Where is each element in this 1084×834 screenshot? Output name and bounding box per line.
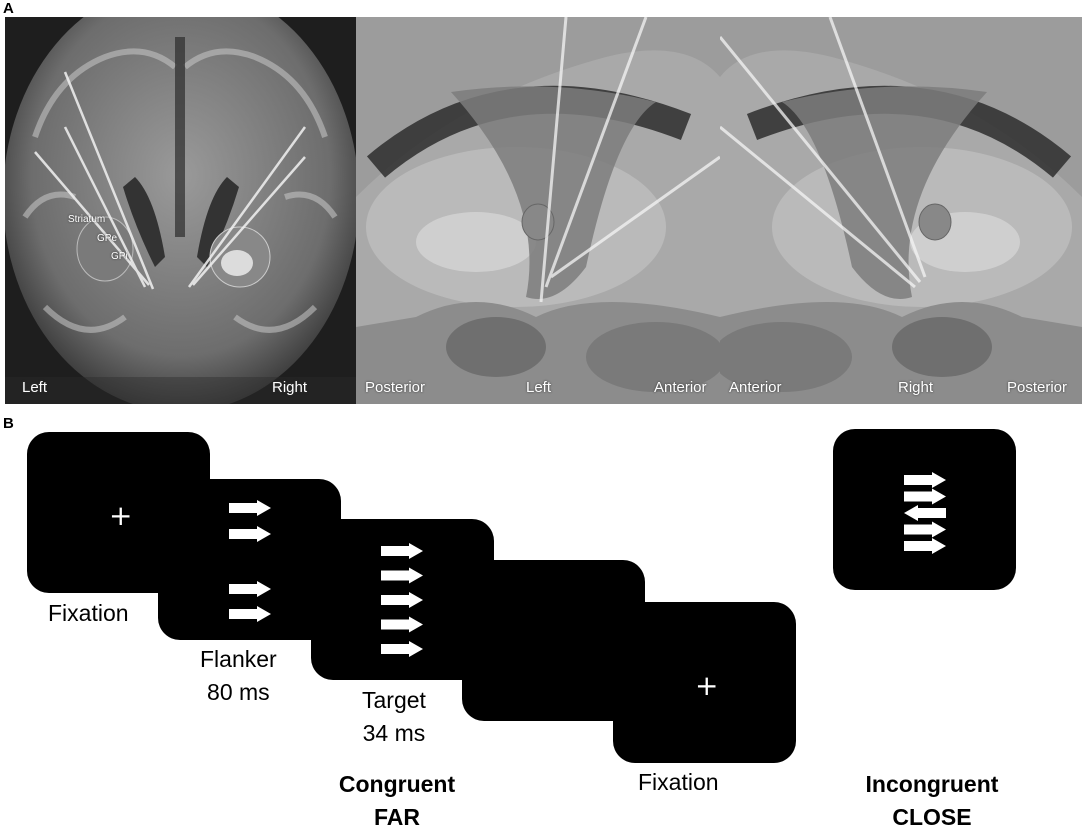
flanker-caption-line1: Flanker xyxy=(200,646,277,672)
arrow-right-icon xyxy=(229,606,271,622)
arrow-right-icon xyxy=(381,543,423,559)
target-caption-line2: 34 ms xyxy=(362,720,426,746)
target-arrows xyxy=(381,543,423,657)
incongruent-screen xyxy=(833,429,1016,590)
sagittal-right-anterior-label: Anterior xyxy=(729,379,782,396)
flanker-caption-line2: 80 ms xyxy=(207,679,270,705)
gpe-label: GPe xyxy=(97,233,118,244)
flanker-caption: Flanker 80 ms xyxy=(200,643,277,709)
sagittal-right-posterior-label: Posterior xyxy=(1007,379,1068,396)
arrow-right-icon xyxy=(229,581,271,597)
arrow-left-icon xyxy=(904,505,946,521)
congruent-far-label: Congruent FAR xyxy=(332,768,462,834)
arrow-right-icon xyxy=(904,538,946,554)
arrow-right-icon xyxy=(904,488,946,505)
incongruent-arrows xyxy=(904,472,946,554)
close-label: CLOSE xyxy=(892,804,972,830)
sagittal-left-brain-image: Posterior Left Anterior xyxy=(356,17,720,404)
arrow-right-icon xyxy=(904,472,946,488)
panel-b-letter: B xyxy=(3,415,14,432)
coronal-brain-image: Striatum GPe GPi Left Right xyxy=(5,17,356,404)
arrow-right-icon xyxy=(904,521,946,538)
coronal-right-label: Right xyxy=(272,379,308,396)
incongruent-label: Incongruent xyxy=(865,771,999,797)
panel-a-letter: A xyxy=(3,0,14,17)
sagittal-right-brain-image: Anterior Right Posterior xyxy=(720,17,1082,404)
fixation-caption-1: Fixation xyxy=(48,600,129,626)
coronal-left-label: Left xyxy=(22,379,48,396)
fixation-screen-2: + xyxy=(613,602,796,763)
incongruent-close-label: Incongruent CLOSE xyxy=(850,768,1014,834)
sagittal-left-posterior-label: Posterior xyxy=(365,379,426,396)
striatum-label: Striatum xyxy=(68,214,106,225)
arrow-right-icon xyxy=(381,567,423,584)
target-caption-line1: Target xyxy=(362,687,426,713)
sagittal-left-anterior-label: Anterior xyxy=(654,379,707,396)
fixation-cross: + xyxy=(109,499,133,532)
arrow-right-icon xyxy=(381,592,423,608)
arrow-right-icon xyxy=(381,616,423,633)
flanker-arrows xyxy=(229,500,271,622)
fixation-caption-2: Fixation xyxy=(638,769,719,795)
far-label: FAR xyxy=(374,804,420,830)
sagittal-right-side-label: Right xyxy=(898,379,934,396)
gpi-label: GPi xyxy=(111,251,128,262)
arrow-right-icon xyxy=(229,526,271,542)
congruent-label: Congruent xyxy=(338,771,456,797)
arrow-right-icon xyxy=(381,641,423,657)
arrow-right-icon xyxy=(229,500,271,516)
target-caption: Target 34 ms xyxy=(362,684,426,750)
fixation-cross: + xyxy=(695,669,719,702)
flanker-screen xyxy=(158,479,341,640)
sagittal-left-side-label: Left xyxy=(526,379,552,396)
